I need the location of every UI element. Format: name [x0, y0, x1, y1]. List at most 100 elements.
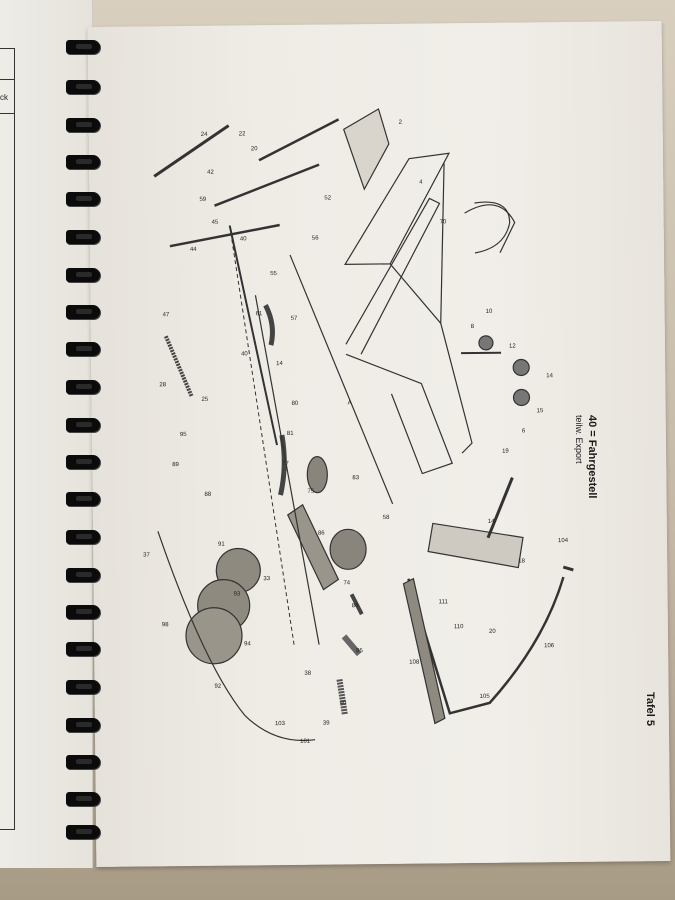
svg-text:52: 52 — [324, 195, 331, 201]
svg-text:85: 85 — [356, 648, 363, 654]
spiral-binding-ring-icon — [66, 305, 100, 319]
svg-text:14: 14 — [488, 519, 495, 525]
svg-text:55: 55 — [270, 271, 277, 277]
spiral-binding-ring-icon — [66, 605, 100, 619]
left-page-table: ck — [0, 48, 15, 830]
svg-text:14: 14 — [546, 373, 553, 379]
svg-text:20: 20 — [251, 146, 258, 152]
svg-text:81: 81 — [287, 431, 294, 437]
svg-text:103: 103 — [275, 721, 286, 727]
spiral-binding-ring-icon — [66, 568, 100, 582]
spiral-binding-ring-icon — [66, 530, 100, 544]
spiral-binding-ring-icon — [66, 642, 100, 656]
svg-text:12: 12 — [509, 344, 516, 350]
svg-text:33: 33 — [263, 576, 270, 582]
left-page-text-fragment: ck — [0, 93, 8, 102]
frame-rail — [345, 197, 441, 355]
svg-text:80: 80 — [292, 401, 299, 407]
svg-text:19: 19 — [502, 449, 509, 455]
svg-text:77: 77 — [282, 461, 289, 467]
svg-text:110: 110 — [454, 624, 464, 630]
svg-text:40: 40 — [340, 700, 347, 706]
svg-text:104: 104 — [558, 538, 569, 544]
svg-text:111: 111 — [439, 599, 449, 605]
spiral-binding-ring-icon — [66, 80, 100, 94]
spiral-binding-ring-icon — [66, 455, 100, 469]
svg-text:88: 88 — [204, 492, 211, 498]
spiral-binding-ring-icon — [66, 680, 100, 694]
spiral-binding-ring-icon — [66, 192, 100, 206]
frame-side — [389, 263, 473, 454]
svg-text:38: 38 — [304, 671, 311, 677]
svg-text:40: 40 — [241, 351, 248, 357]
spiral-binding-ring-icon — [66, 118, 100, 132]
spiral-binding-ring-icon — [66, 825, 100, 839]
spiral-binding-ring-icon — [66, 755, 100, 769]
svg-text:84: 84 — [352, 603, 359, 609]
svg-text:28: 28 — [159, 382, 166, 388]
svg-text:105: 105 — [480, 694, 491, 700]
left-table-row — [0, 49, 14, 80]
plate-caption: 40 = Fahrgestell teilw. Export — [574, 415, 598, 498]
svg-text:42: 42 — [207, 170, 214, 176]
svg-text:92: 92 — [215, 684, 222, 690]
left-table-row: ck — [0, 79, 14, 114]
svg-text:24: 24 — [201, 132, 208, 138]
spiral-binding-ring-icon — [66, 380, 100, 394]
svg-text:44: 44 — [190, 247, 197, 253]
svg-text:4: 4 — [419, 180, 423, 186]
svg-text:18: 18 — [518, 558, 525, 564]
spiral-binding-ring-icon — [66, 40, 100, 54]
spiral-binding-ring-icon — [66, 268, 100, 282]
svg-text:108: 108 — [409, 660, 420, 666]
svg-text:A: A — [348, 400, 352, 406]
svg-text:74: 74 — [343, 580, 350, 586]
svg-text:58: 58 — [383, 515, 390, 521]
svg-text:45: 45 — [212, 220, 219, 226]
svg-text:101: 101 — [300, 739, 311, 745]
svg-text:40: 40 — [240, 236, 247, 242]
svg-text:39: 39 — [323, 721, 330, 727]
svg-text:86: 86 — [318, 531, 325, 537]
svg-text:98: 98 — [162, 622, 169, 628]
caption-subtitle: teilw. Export — [574, 415, 584, 464]
svg-text:14: 14 — [276, 361, 283, 367]
spiral-binding-ring-icon — [66, 718, 100, 732]
svg-text:91: 91 — [218, 542, 225, 548]
svg-text:6: 6 — [522, 428, 526, 434]
svg-text:15: 15 — [537, 408, 544, 414]
frame-upper — [344, 152, 451, 265]
svg-text:47: 47 — [163, 312, 170, 318]
svg-text:25: 25 — [201, 397, 208, 403]
svg-text:94: 94 — [244, 641, 251, 647]
svg-text:95: 95 — [180, 432, 187, 438]
spiral-binding-ring-icon — [66, 418, 100, 432]
svg-text:8: 8 — [471, 324, 475, 330]
svg-text:10: 10 — [486, 309, 493, 315]
svg-text:83: 83 — [352, 475, 359, 481]
fender-plate — [342, 108, 390, 191]
spiral-binding-ring-icon — [66, 492, 100, 506]
spiral-binding-ring-icon — [66, 342, 100, 356]
svg-text:20: 20 — [489, 629, 496, 635]
svg-text:93: 93 — [234, 591, 241, 597]
spiral-binding-ring-icon — [66, 792, 100, 806]
svg-text:106: 106 — [544, 643, 555, 649]
svg-text:37: 37 — [143, 552, 150, 558]
svg-text:22: 22 — [239, 131, 246, 137]
spiral-binding-ring-icon — [66, 155, 100, 169]
plate-number: Tafel 5 — [644, 692, 656, 727]
svg-text:56: 56 — [312, 236, 319, 242]
svg-text:2: 2 — [399, 120, 403, 126]
svg-text:57: 57 — [291, 316, 298, 322]
svg-text:70: 70 — [440, 219, 447, 225]
svg-text:75: 75 — [307, 489, 314, 495]
svg-text:61: 61 — [256, 311, 263, 317]
spiral-binding — [66, 40, 102, 840]
footboard — [427, 522, 524, 569]
frame-rear — [345, 353, 453, 475]
svg-text:59: 59 — [199, 197, 206, 203]
svg-text:89: 89 — [172, 462, 179, 468]
